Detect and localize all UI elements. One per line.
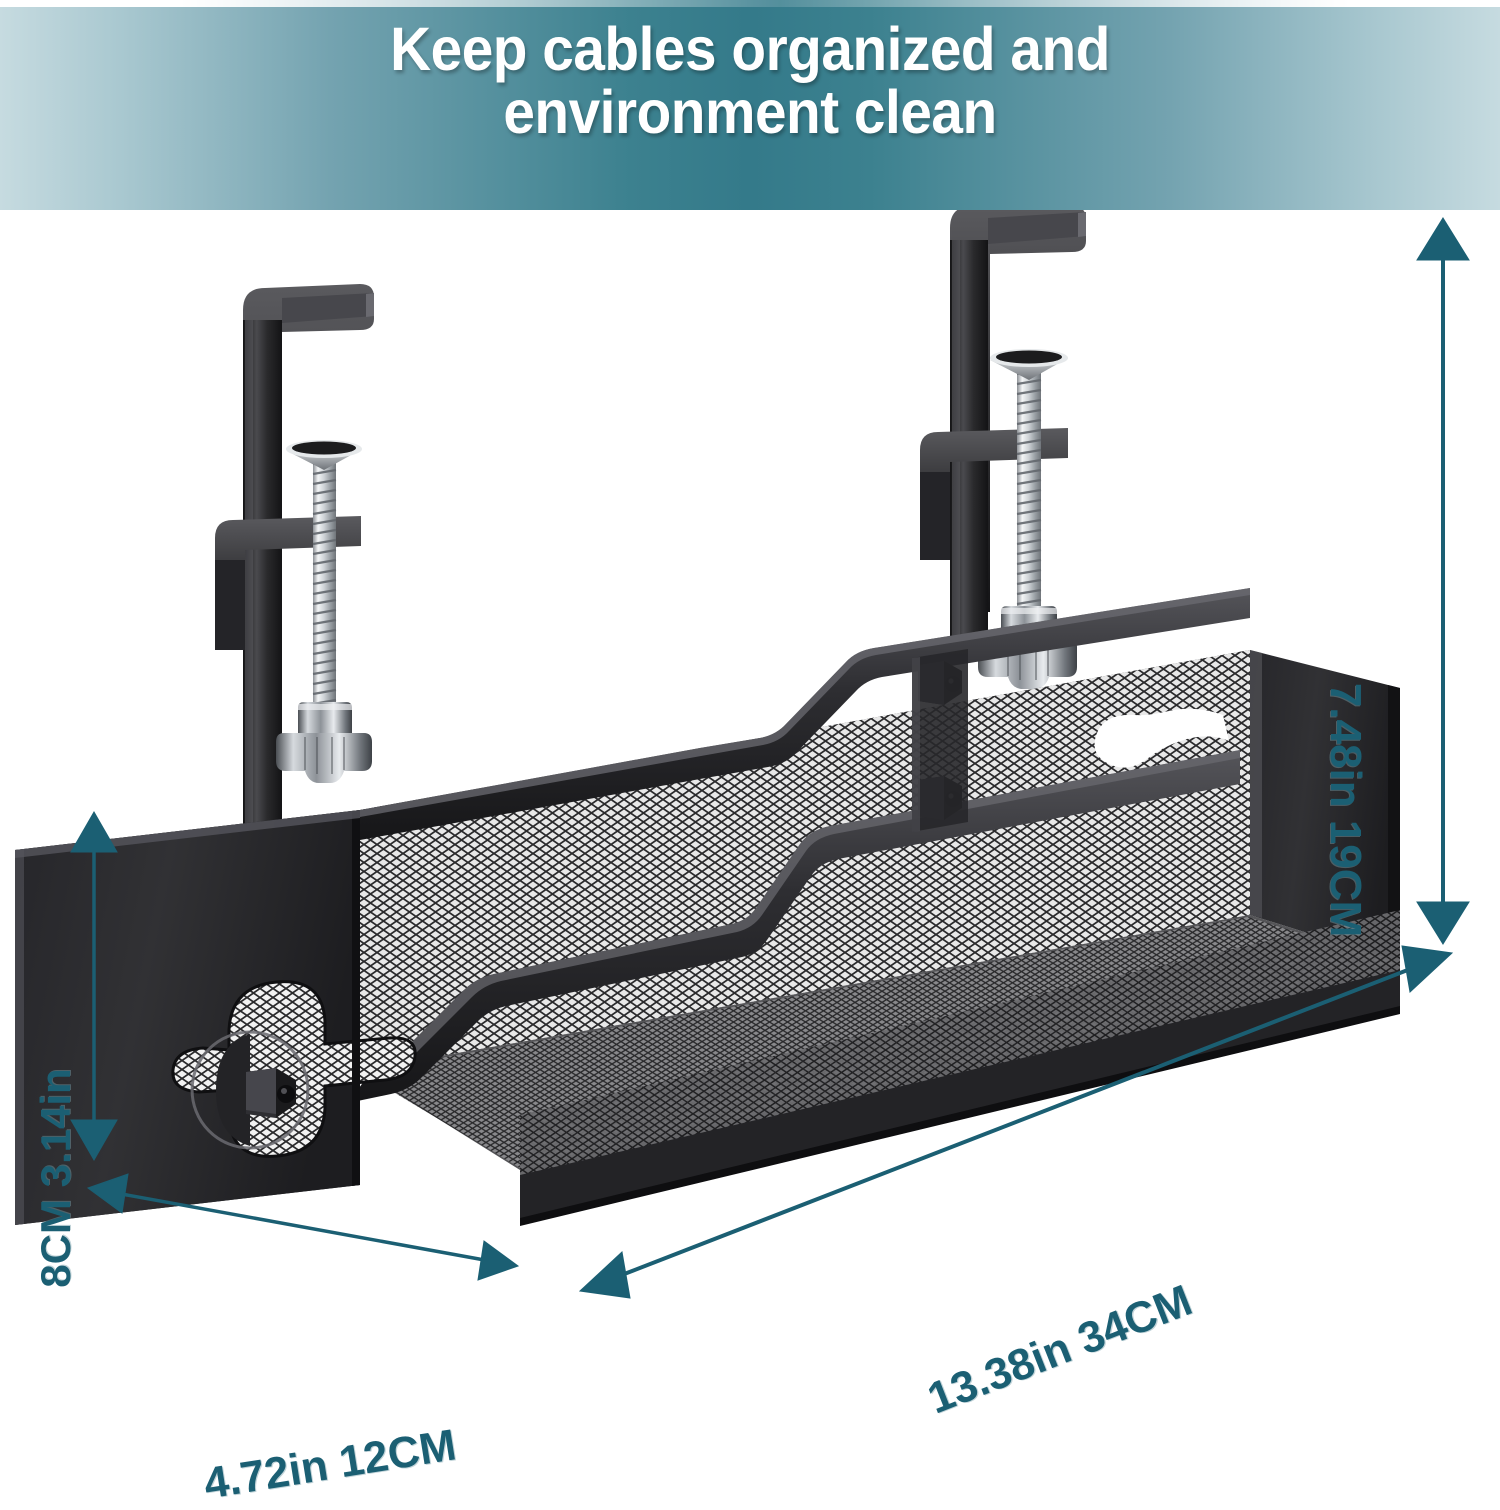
hex-bolt bbox=[246, 1068, 296, 1118]
clamp-screw-threads bbox=[1016, 368, 1042, 616]
product-illustration bbox=[15, 210, 1470, 1299]
mesh-basket bbox=[15, 588, 1400, 1226]
height-dimension-label: 7.48in 19CM bbox=[1321, 682, 1370, 938]
clamp-pad bbox=[286, 440, 362, 470]
keyhole-cutout bbox=[171, 980, 417, 1158]
headline-text: Keep cables organized and environment cl… bbox=[53, 15, 1448, 147]
right-clamp bbox=[920, 210, 1086, 689]
height-dimension-arrow bbox=[1416, 217, 1470, 945]
front-wall bbox=[346, 750, 1400, 1226]
left-clamp bbox=[215, 284, 374, 932]
headline-banner: Keep cables organized and environment cl… bbox=[0, 0, 1500, 210]
headline-line-2: environment clean bbox=[503, 78, 997, 147]
clamp-knob bbox=[276, 702, 372, 783]
headline-line-1: Keep cables organized and bbox=[390, 15, 1110, 83]
clamp-pad bbox=[990, 349, 1068, 380]
front-height-dimension-arrow bbox=[70, 810, 118, 1162]
keyhole-cutout bbox=[1094, 708, 1229, 768]
depth-dimension-arrow bbox=[86, 1173, 520, 1281]
product-diagram: 7.48in 19CM 8CM 3.14in 4.72in 12CM 13.38… bbox=[0, 210, 1500, 1509]
width-dimension-arrow bbox=[578, 945, 1454, 1299]
depth-dimension-label: 4.72in 12CM bbox=[200, 1420, 460, 1509]
front-height-dimension-label: 8CM 3.14in bbox=[32, 1068, 79, 1288]
left-end-panel bbox=[15, 810, 417, 1225]
right-end-panel bbox=[1250, 650, 1400, 962]
dimension-arrows bbox=[70, 217, 1470, 1299]
